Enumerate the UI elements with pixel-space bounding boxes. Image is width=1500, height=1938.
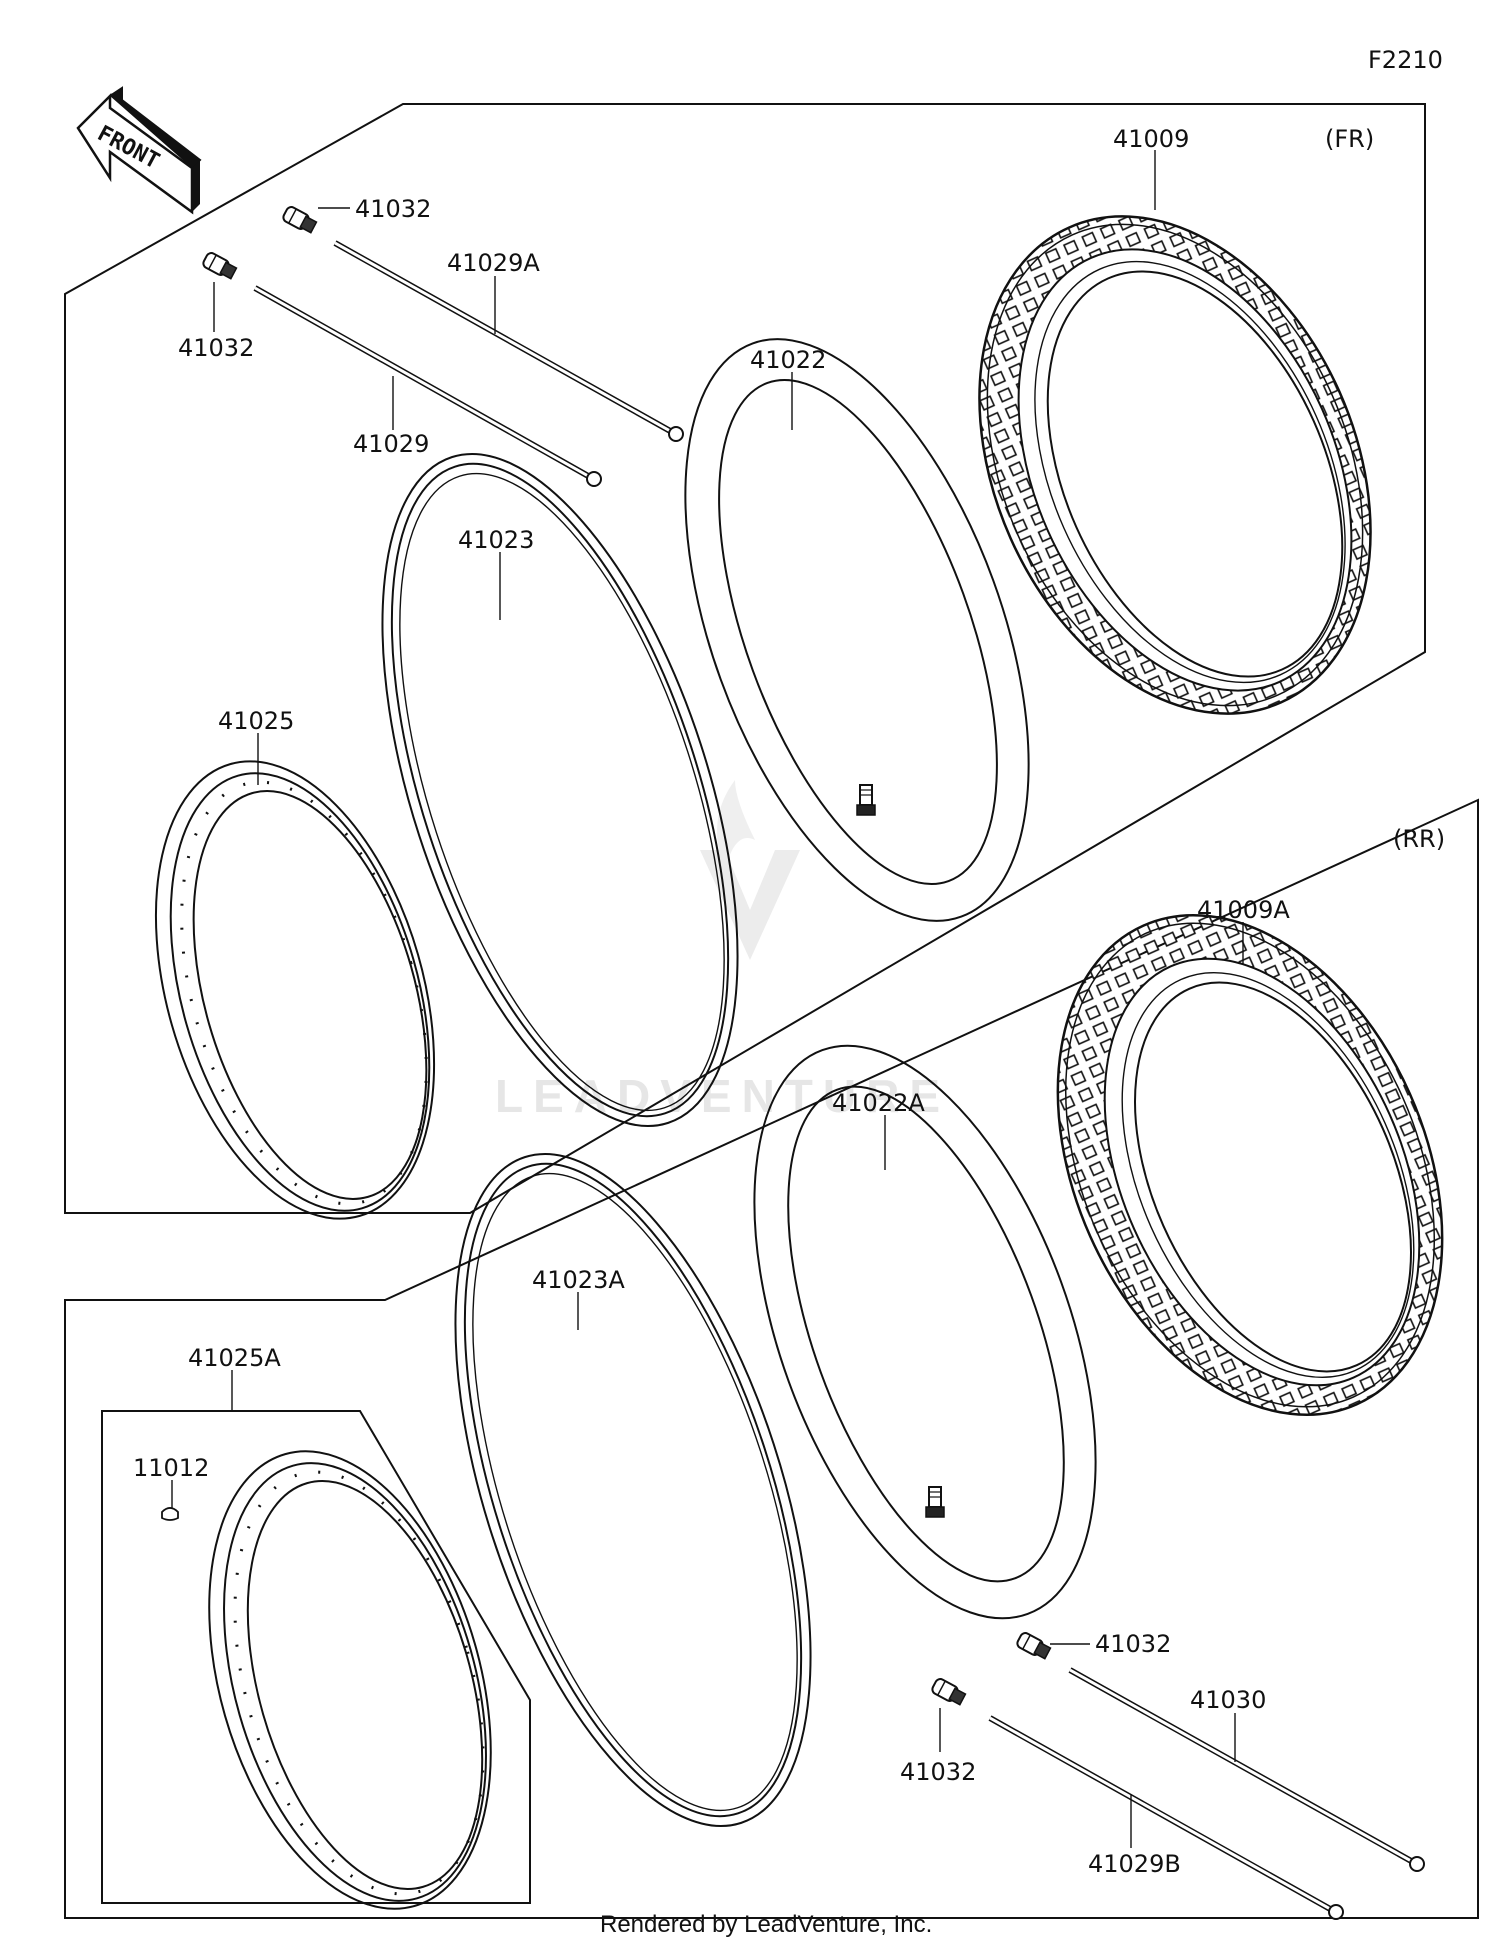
spoke-nipple-icon [929,1676,968,1708]
front-section-frame [64,103,1426,1214]
label-rear-nipple-upper: 41032 [1095,1630,1171,1658]
watermark: LEADVENTURE [495,780,940,1122]
front-rim-band [381,453,739,1127]
label-front-nipple-lower: 41032 [178,334,254,362]
rear-tag: (RR) [1393,825,1445,853]
label-rear-spoke-long: 41030 [1190,1686,1266,1714]
rear-spoke-long [1068,1667,1425,1872]
front-tube [684,338,1030,922]
rear-tire [1056,914,1444,1416]
front-rim [154,760,436,1220]
front-direction-arrow-icon: FRONT [76,86,202,215]
rear-section-frame [64,798,1479,1919]
valve-stem-icon [925,1486,945,1518]
rear-rim [208,1450,492,1910]
label-rear-rim-band: 41023A [532,1266,625,1294]
label-plug: 11012 [133,1454,209,1482]
front-spoke-a [333,240,684,442]
valve-stem-icon [856,784,876,816]
figure-id: F2210 [1368,46,1443,74]
rear-spoke-b [988,1715,1344,1920]
label-rear-rim: 41025A [188,1344,281,1372]
label-rear-tire: 41009A [1197,896,1290,924]
footer-credit: Rendered by LeadVenture, Inc. [600,1911,932,1938]
rear-rim-subframe [101,1410,531,1904]
label-front-tire: 41009 [1113,125,1189,153]
spoke-nipple-icon [280,204,319,236]
spoke-nipple-icon [1014,1630,1053,1662]
front-tire [978,215,1372,715]
label-front-spoke: 41029 [353,430,429,458]
spoke-nipple-icon [200,250,239,282]
rear-tube [753,1044,1097,1620]
label-front-rim: 41025 [218,707,294,735]
label-front-nipple-upper: 41032 [355,195,431,223]
label-rear-spoke-b: 41029B [1088,1850,1181,1878]
rear-rim-band [454,1153,812,1827]
label-front-rim-band: 41023 [458,526,534,554]
front-spoke [253,285,602,487]
label-front-tube: 41022 [750,346,826,374]
label-rear-nipple-lower: 41032 [900,1758,976,1786]
label-rear-tube: 41022A [832,1089,925,1117]
front-tag: (FR) [1325,125,1374,153]
label-front-spoke-a: 41029A [447,249,540,277]
rim-plug-icon [161,1507,179,1521]
